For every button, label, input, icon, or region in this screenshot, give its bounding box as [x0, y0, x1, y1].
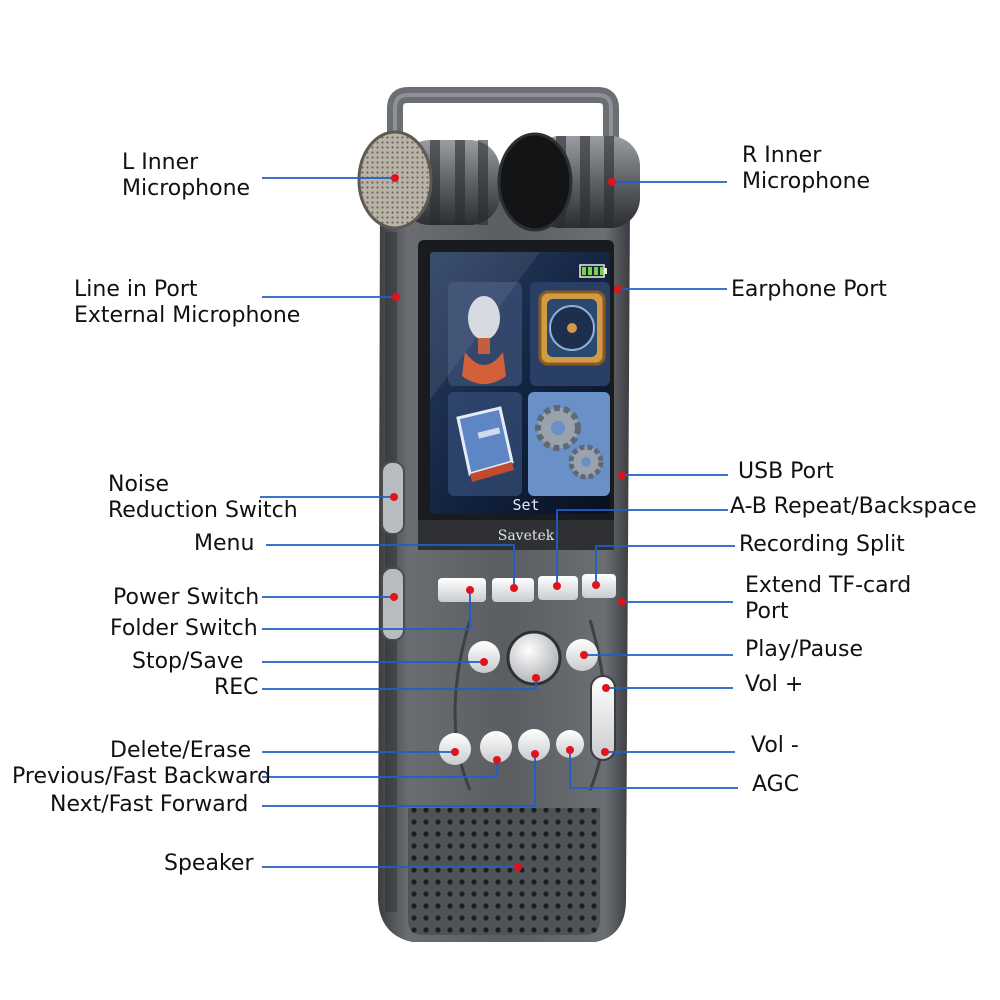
- marker-dot-vol-plus: [602, 684, 610, 692]
- marker-dot-folder-switch: [466, 586, 474, 594]
- marker-dot-usb-port: [618, 471, 626, 479]
- volume-rocker[interactable]: [590, 675, 616, 761]
- microphone-icon: [462, 296, 506, 384]
- label-folder-switch: Folder Switch: [110, 616, 258, 641]
- leader-previous: [262, 760, 498, 778]
- menu-button[interactable]: [438, 578, 486, 602]
- leader-next: [262, 754, 536, 807]
- rec-button[interactable]: [506, 630, 562, 686]
- marker-dot-vol-minus: [601, 748, 609, 756]
- gears-icon: [535, 405, 604, 480]
- previous-button[interactable]: [480, 731, 512, 763]
- label-menu: Menu: [194, 531, 255, 556]
- top-loop: [387, 87, 619, 210]
- music-disc-icon: [538, 290, 606, 366]
- marker-dot-line-in-port: [392, 293, 400, 301]
- label-vol-minus: Vol -: [751, 733, 799, 758]
- marker-dot-power-switch: [390, 593, 398, 601]
- label-agc: AGC: [752, 772, 800, 797]
- marker-dot-extend-tf-card: [618, 598, 626, 606]
- speaker-grill: [408, 808, 600, 935]
- marker-dot-menu: [510, 584, 518, 592]
- marker-dot-agc: [566, 746, 574, 754]
- leader-menu: [266, 544, 515, 588]
- marker-dot-ab-repeat: [553, 582, 561, 590]
- marker-dot-l-inner-mic: [391, 174, 399, 182]
- label-usb-port: USB Port: [738, 459, 834, 484]
- marker-dot-rec: [532, 674, 540, 682]
- marker-dot-r-inner-mic: [608, 178, 616, 186]
- book-icon: [456, 406, 514, 482]
- label-previous: Previous/Fast Backward: [12, 764, 272, 789]
- marker-dot-previous: [493, 756, 501, 764]
- stop-save-button[interactable]: [468, 641, 500, 673]
- marker-dot-stop-save: [480, 658, 488, 666]
- marker-dot-recording-split: [592, 581, 600, 589]
- next-button[interactable]: [518, 729, 550, 761]
- top-button-row: [438, 574, 616, 602]
- label-vol-plus: Vol +: [745, 672, 804, 697]
- marker-dot-delete-erase: [451, 748, 459, 756]
- leader-agc: [569, 750, 738, 789]
- screen-caption: Set: [512, 496, 539, 514]
- marker-dot-noise-reduction: [390, 493, 398, 501]
- leader-folder-switch: [262, 590, 471, 630]
- left-microphone: [357, 130, 500, 230]
- agc-button[interactable]: [556, 730, 584, 758]
- marker-dot-play-pause: [580, 651, 588, 659]
- label-speaker: Speaker: [164, 851, 254, 876]
- leader-recording-split: [595, 545, 735, 585]
- label-recording-split: Recording Split: [739, 532, 905, 557]
- label-delete-erase: Delete/Erase: [110, 738, 252, 763]
- leader-ab-repeat: [556, 509, 728, 586]
- brand-logo: Savetek: [498, 528, 555, 544]
- marker-dot-next: [531, 750, 539, 758]
- marker-dot-earphone-port: [614, 285, 622, 293]
- power-folder-switch[interactable]: [381, 567, 405, 641]
- label-stop-save: Stop/Save: [132, 649, 244, 674]
- marker-dot-speaker: [514, 863, 522, 871]
- label-rec: REC: [214, 675, 259, 700]
- leader-lines: [260, 174, 738, 871]
- label-power-switch: Power Switch: [113, 585, 260, 610]
- label-play-pause: Play/Pause: [745, 637, 863, 662]
- label-ab-repeat: A-B Repeat/Backspace: [730, 494, 977, 519]
- label-next: Next/Fast Forward: [50, 792, 249, 817]
- battery-icon: [579, 264, 607, 278]
- label-earphone-port: Earphone Port: [731, 277, 887, 302]
